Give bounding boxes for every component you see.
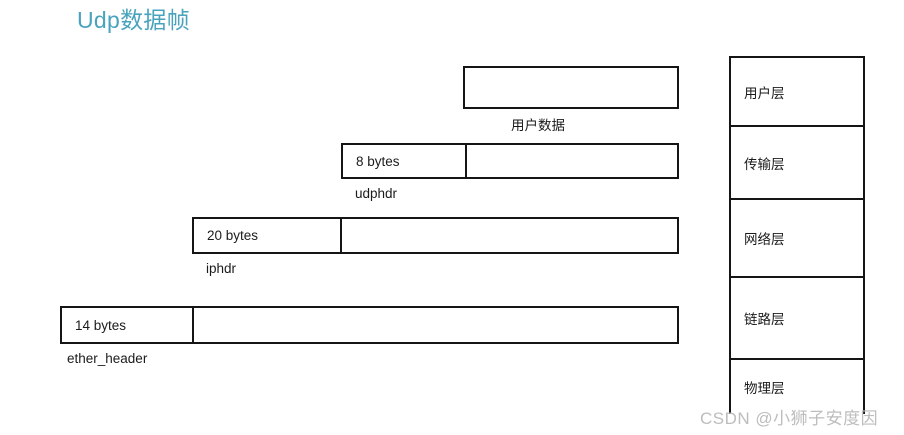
enc-label-ethernet: ether_header	[67, 351, 148, 366]
layer-box-transport-layer: 传输层	[731, 127, 863, 200]
enc-payload-cell-udp	[467, 145, 677, 177]
enc-row-udp: 8 bytes	[341, 143, 679, 179]
layer-box-physical-layer: 物理层	[731, 360, 863, 414]
enc-row-user-data	[463, 66, 679, 109]
csdn-watermark: CSDN @小狮子安度因	[700, 409, 879, 428]
enc-payload-cell-ethernet	[194, 308, 677, 342]
enc-header-cell-ethernet: 14 bytes	[62, 308, 194, 342]
enc-label-ip: iphdr	[206, 261, 237, 276]
enc-label-user-data: 用户数据	[511, 118, 565, 133]
enc-row-ethernet: 14 bytes	[60, 306, 679, 344]
enc-payload-cell-user-data	[465, 68, 677, 107]
enc-header-cell-ip: 20 bytes	[194, 219, 342, 252]
layer-label-physical-layer: 物理层	[744, 381, 785, 396]
enc-header-cell-udp: 8 bytes	[343, 145, 467, 177]
protocol-layer-stack: 用户层传输层网络层链路层物理层	[729, 56, 865, 414]
layer-box-link-layer: 链路层	[731, 278, 863, 360]
enc-row-ip: 20 bytes	[192, 217, 679, 254]
layer-label-transport-layer: 传输层	[744, 156, 785, 172]
enc-payload-cell-ip	[342, 219, 677, 252]
layer-box-network-layer: 网络层	[731, 200, 863, 278]
enc-header-size-ethernet: 14 bytes	[75, 317, 127, 333]
layer-box-user-layer: 用户层	[731, 58, 863, 127]
enc-header-size-udp: 8 bytes	[356, 153, 400, 169]
layer-label-network-layer: 网络层	[744, 232, 785, 247]
enc-label-udp: udphdr	[355, 186, 398, 201]
layer-label-user-layer: 用户层	[744, 85, 785, 101]
page-title: Udp数据帧	[77, 7, 190, 33]
enc-header-size-ip: 20 bytes	[207, 228, 259, 243]
layer-label-link-layer: 链路层	[744, 312, 785, 327]
